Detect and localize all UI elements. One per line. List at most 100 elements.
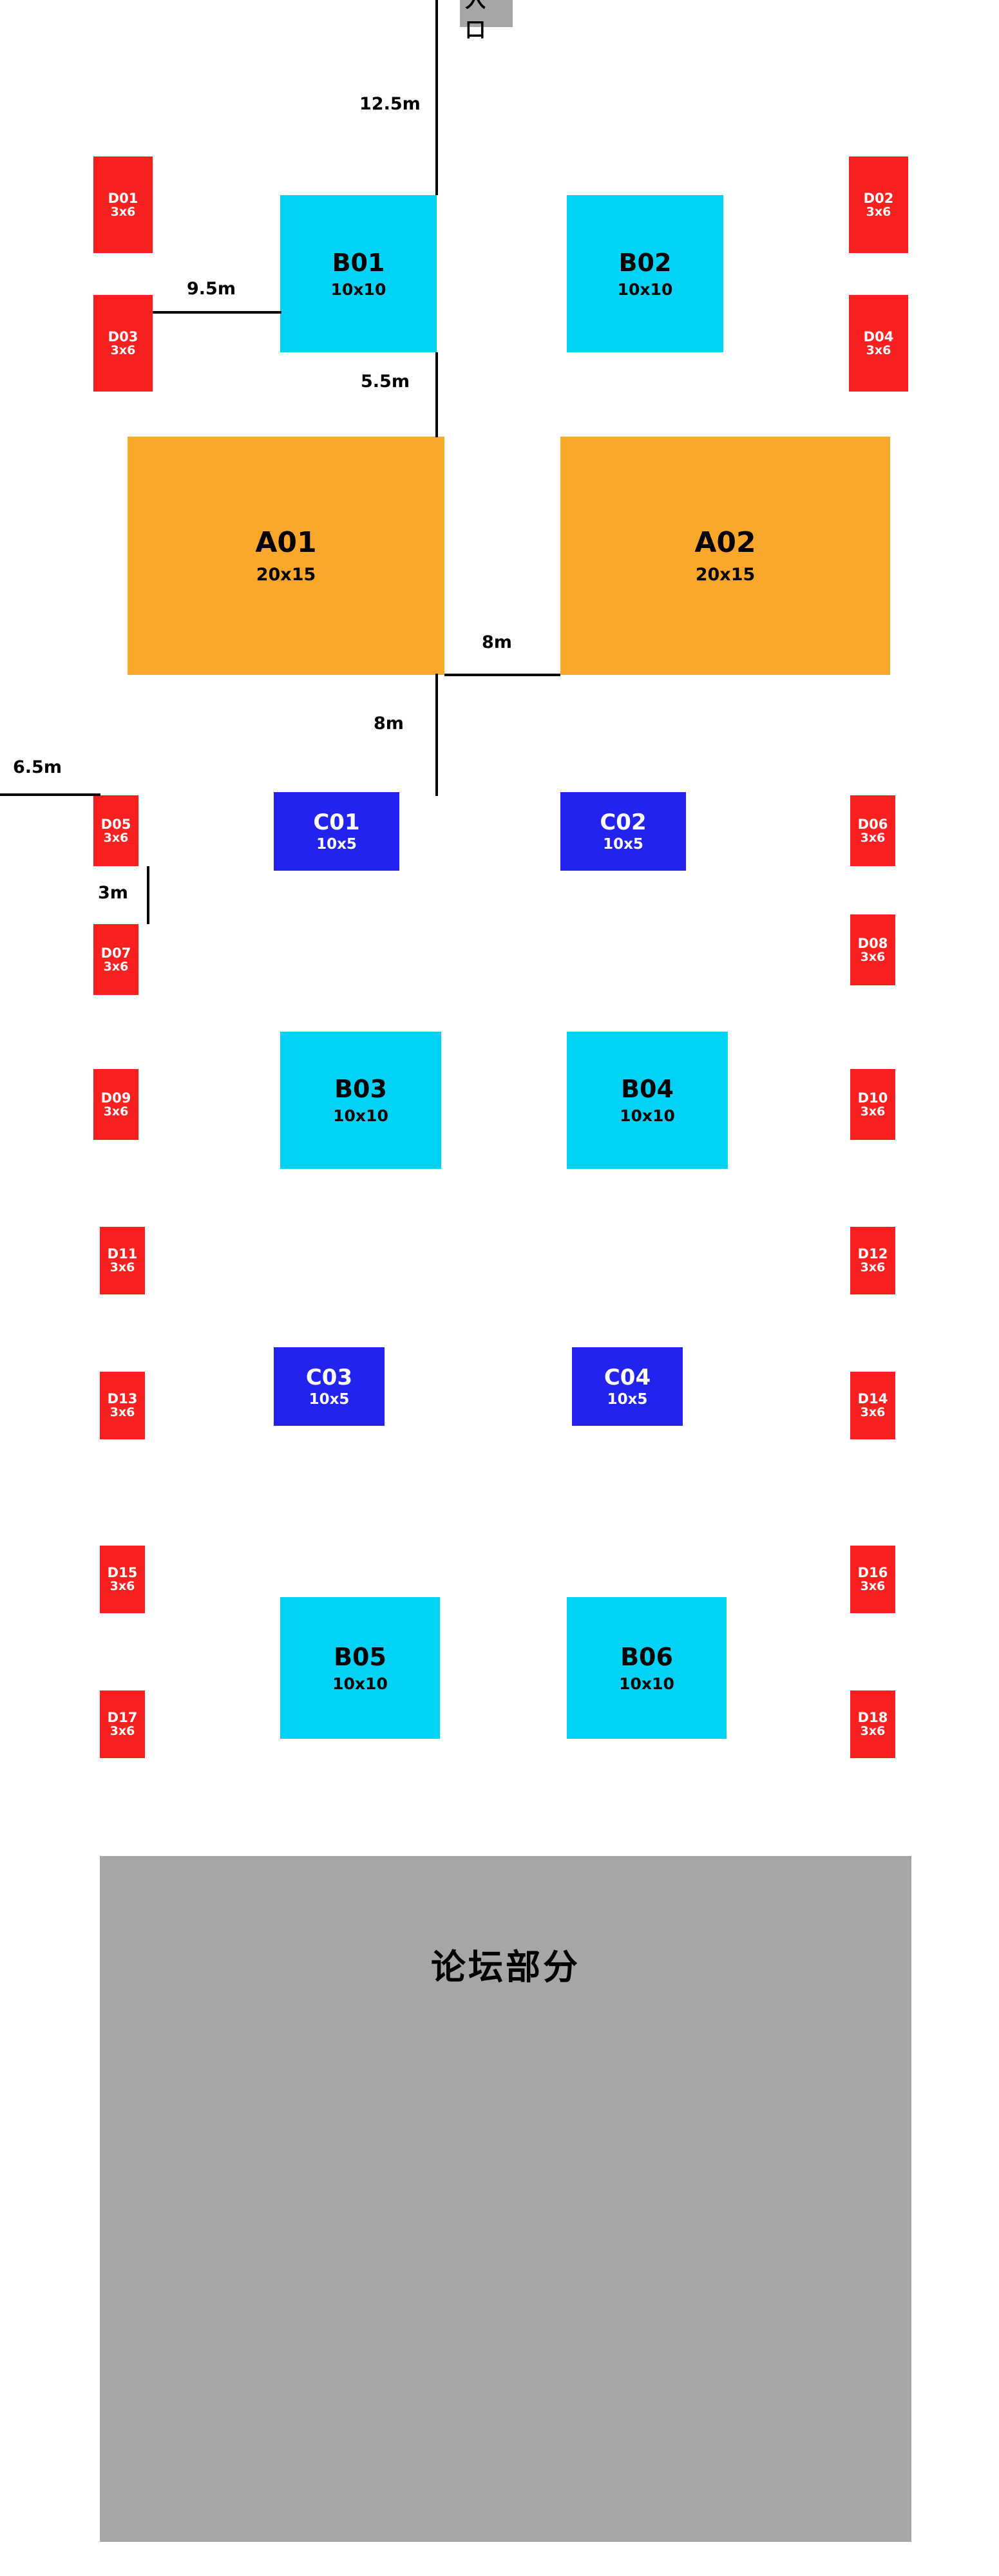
dim-8m-v-line bbox=[435, 674, 438, 796]
booth-size-label: 3x6 bbox=[110, 343, 136, 357]
dim-8m-h-label: 8m bbox=[482, 632, 512, 652]
dim-12-5m-label: 12.5m bbox=[359, 94, 421, 114]
booth-size-label: 3x6 bbox=[860, 1104, 886, 1119]
booth-b06[interactable]: B06 10x10 bbox=[567, 1597, 727, 1739]
booth-size-label: 10x10 bbox=[333, 1106, 388, 1125]
booth-size-label: 3x6 bbox=[110, 204, 136, 219]
booth-size-label: 10x5 bbox=[607, 1390, 648, 1408]
booth-id-label: C01 bbox=[313, 809, 360, 835]
booth-id-label: D02 bbox=[863, 190, 894, 206]
booth-id-label: B02 bbox=[618, 248, 672, 277]
dim-3m-label: 3m bbox=[98, 883, 128, 903]
booth-size-label: 3x6 bbox=[103, 1104, 129, 1119]
forum-area: 论坛部分 bbox=[100, 1856, 911, 2542]
booth-id-label: D10 bbox=[857, 1090, 888, 1106]
booth-size-label: 10x10 bbox=[619, 1674, 674, 1693]
dim-6-5m-line bbox=[0, 793, 100, 796]
dim-6-5m-label: 6.5m bbox=[13, 757, 62, 777]
booth-size-label: 10x10 bbox=[332, 1674, 388, 1693]
booth-size-label: 3x6 bbox=[860, 830, 886, 845]
booth-id-label: B04 bbox=[621, 1075, 674, 1103]
booth-size-label: 3x6 bbox=[109, 1260, 135, 1274]
dim-5-5m-line bbox=[435, 352, 438, 437]
booth-a02[interactable]: A02 20x15 bbox=[560, 437, 890, 675]
booth-size-label: 3x6 bbox=[866, 343, 891, 357]
booth-size-label: 10x5 bbox=[603, 835, 643, 853]
booth-size-label: 3x6 bbox=[866, 204, 891, 219]
booth-id-label: D15 bbox=[107, 1565, 138, 1580]
booth-id-label: B03 bbox=[334, 1075, 387, 1103]
booth-id-label: D17 bbox=[107, 1710, 138, 1725]
booth-size-label: 10x5 bbox=[316, 835, 357, 853]
booth-id-label: C03 bbox=[305, 1364, 353, 1390]
booth-size-label: 3x6 bbox=[103, 830, 129, 845]
booth-id-label: D11 bbox=[107, 1246, 138, 1262]
dim-9-5m-line bbox=[153, 311, 281, 314]
booth-size-label: 3x6 bbox=[860, 1724, 886, 1738]
booth-id-label: D03 bbox=[108, 328, 138, 345]
booth-id-label: D01 bbox=[108, 190, 138, 206]
booth-id-label: D18 bbox=[857, 1710, 888, 1725]
dim-9-5m-label: 9.5m bbox=[187, 279, 236, 299]
forum-label: 论坛部分 bbox=[431, 1947, 580, 1987]
booth-id-label: A01 bbox=[255, 526, 317, 559]
booth-id-label: C04 bbox=[604, 1364, 651, 1390]
booth-size-label: 3x6 bbox=[860, 1579, 886, 1593]
booth-size-label: 10x10 bbox=[330, 279, 386, 299]
booth-id-label: B05 bbox=[334, 1642, 386, 1671]
booth-a01[interactable]: A01 20x15 bbox=[128, 437, 444, 675]
booth-size-label: 10x10 bbox=[620, 1106, 675, 1125]
booth-id-label: C02 bbox=[600, 809, 647, 835]
booth-id-label: D16 bbox=[857, 1565, 888, 1580]
booth-size-label: 3x6 bbox=[109, 1405, 135, 1419]
booth-id-label: D06 bbox=[857, 816, 888, 832]
booth-id-label: B01 bbox=[332, 248, 385, 277]
booth-id-label: D09 bbox=[100, 1090, 131, 1106]
booth-id-label: D13 bbox=[107, 1391, 138, 1406]
booth-id-label: D14 bbox=[857, 1391, 888, 1406]
booth-b05[interactable]: B05 10x10 bbox=[280, 1597, 440, 1739]
booth-size-label: 3x6 bbox=[860, 1260, 886, 1274]
booth-id-label: A02 bbox=[694, 526, 756, 559]
booth-size-label: 3x6 bbox=[860, 949, 886, 964]
booth-id-label: D08 bbox=[857, 935, 888, 951]
booth-id-label: B06 bbox=[620, 1642, 673, 1671]
booth-size-label: 20x15 bbox=[695, 564, 756, 585]
booth-size-label: 3x6 bbox=[109, 1579, 135, 1593]
booth-size-label: 20x15 bbox=[256, 564, 316, 585]
booth-size-label: 3x6 bbox=[109, 1724, 135, 1738]
dim-5-5m-label: 5.5m bbox=[361, 372, 410, 392]
dim-8m-h-line bbox=[444, 674, 560, 676]
booth-size-label: 10x5 bbox=[309, 1390, 350, 1408]
booth-id-label: D12 bbox=[857, 1246, 888, 1262]
booth-size-label: 3x6 bbox=[103, 959, 129, 974]
booth-b03[interactable]: B03 10x10 bbox=[280, 1032, 441, 1169]
booth-b04[interactable]: B04 10x10 bbox=[567, 1032, 728, 1169]
entrance-label: 入口 bbox=[460, 0, 513, 42]
